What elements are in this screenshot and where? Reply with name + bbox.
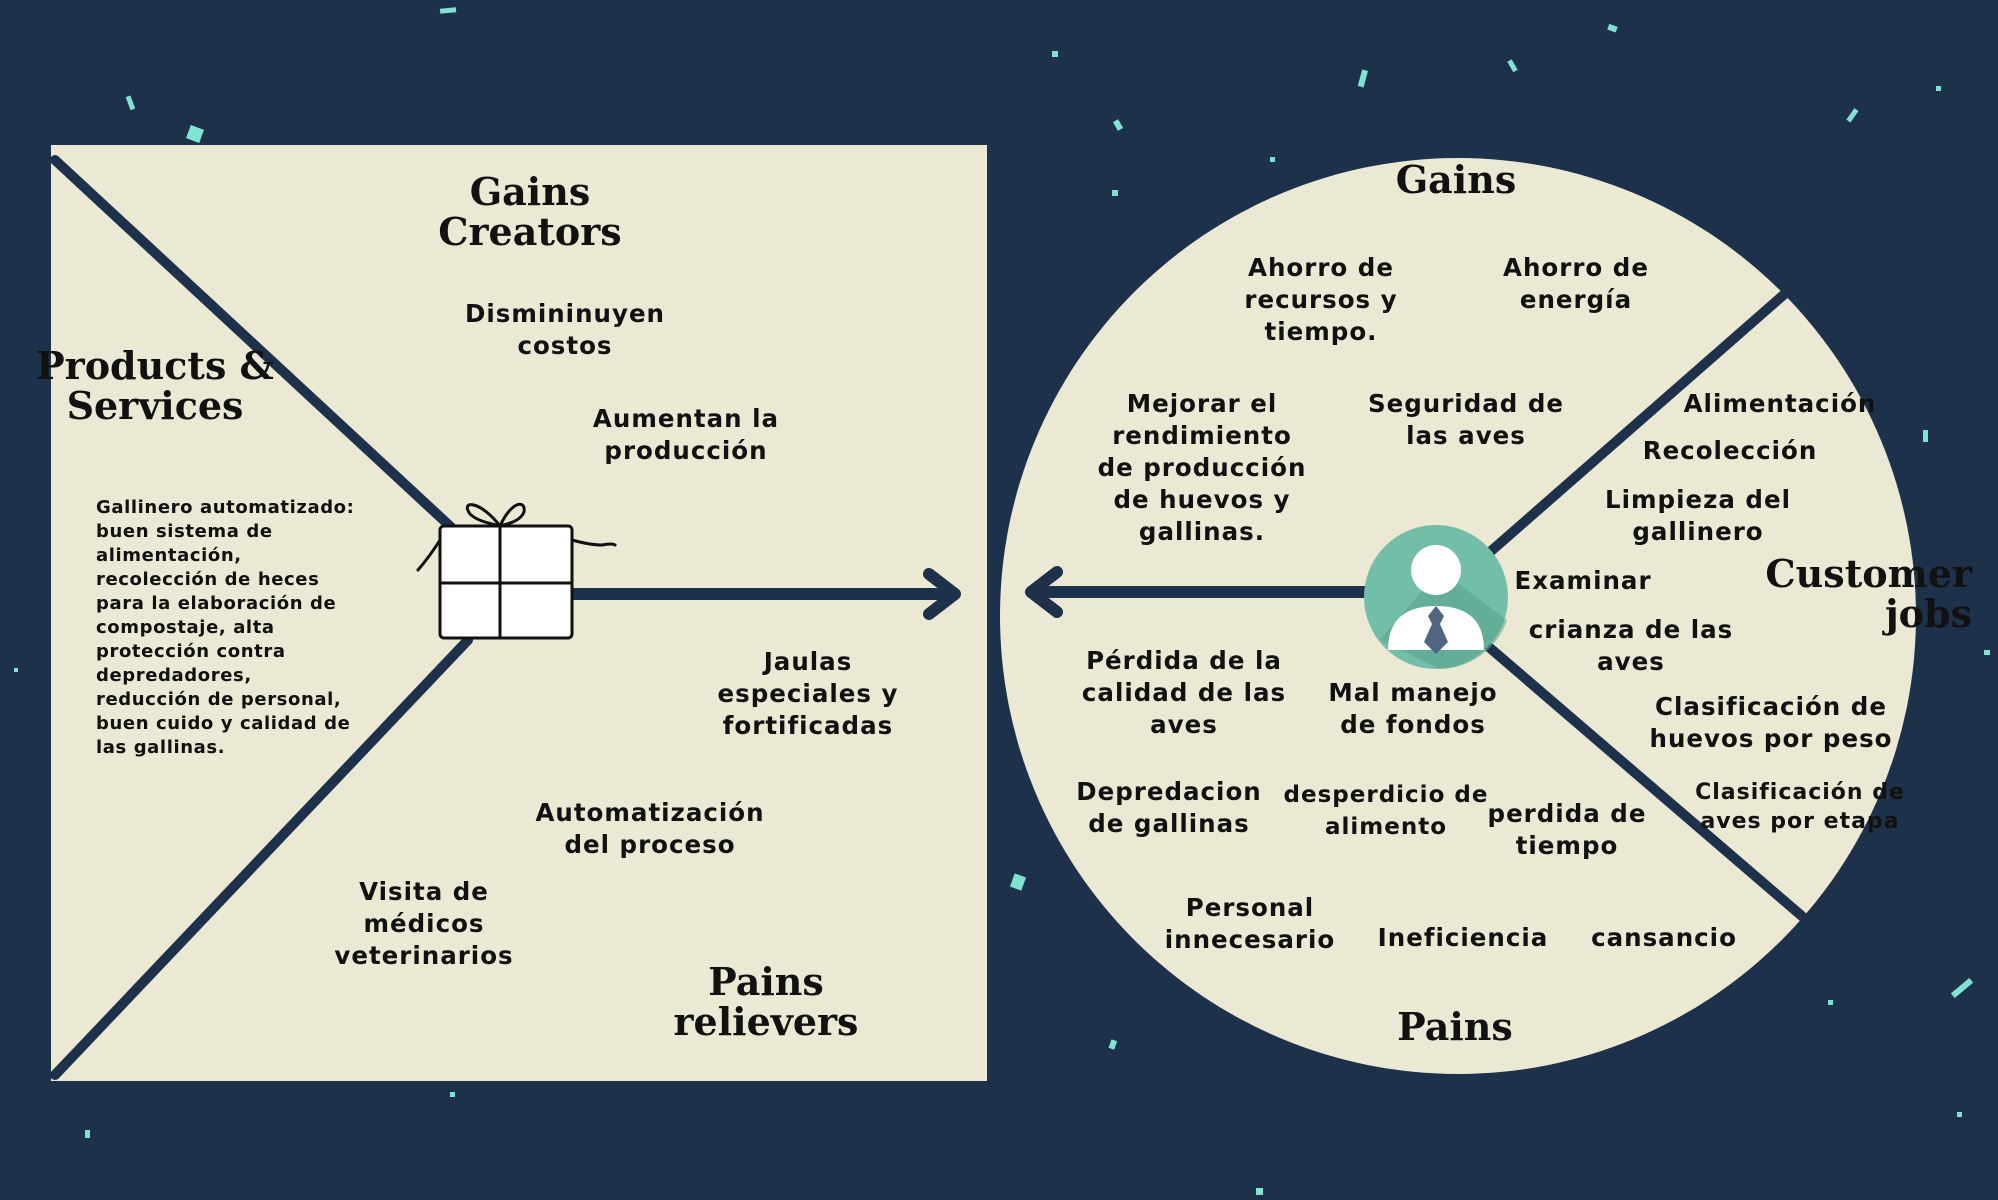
pains-relievers-title: Pains relievers	[673, 959, 859, 1044]
gains-title: Gains	[1395, 157, 1517, 202]
products-services-description: Gallinero automatizado: buen sistema de …	[96, 497, 355, 758]
products-services-title-text: Products & Services	[36, 343, 274, 428]
gains-creators-item: Aumentan la producción	[592, 404, 780, 465]
pains-relievers-item: Automatización del proceso	[535, 798, 765, 859]
gains-item: Mejorar el rendimiento de producción de …	[1097, 389, 1307, 546]
customer-jobs-title: Customer jobs	[1765, 551, 1972, 636]
gains-item: Ahorro de energía	[1503, 253, 1649, 314]
confetti-decoration	[14, 7, 1990, 1195]
customer-jobs-item: crianza de las aves	[1528, 615, 1734, 676]
gains-item: Ahorro de recursos y tiempo.	[1244, 253, 1398, 346]
products-services-title: Products & Services	[20, 346, 290, 426]
pains-item: Ineficiencia	[1377, 923, 1549, 952]
pains-item: Personal innecesario	[1164, 893, 1336, 954]
pains-item: Depredacion de gallinas	[1076, 777, 1262, 838]
customer-jobs-item: Clasificación de huevos por peso	[1649, 692, 1893, 753]
pains-item: Mal manejo de fondos	[1328, 678, 1498, 739]
customer-jobs-item: Clasificación de aves por etapa	[1695, 780, 1905, 834]
value-map-dividers	[50, 155, 473, 1080]
gift-box-icon	[416, 502, 617, 640]
pains-item: Pérdida de la calidad de las aves	[1081, 646, 1287, 739]
gains-creators-item: Dismininuyen costos	[465, 299, 665, 360]
arrow-right	[566, 568, 961, 620]
customer-avatar-icon	[1364, 525, 1508, 669]
gains-item: Seguridad de las aves	[1367, 389, 1564, 450]
gains-creators-title: Gains Creators	[438, 169, 622, 254]
customer-jobs-item: Limpieza del gallinero	[1605, 485, 1791, 546]
pains-relievers-item: Jaulas especiales y fortificadas	[717, 647, 899, 740]
customer-jobs-item: Examinar	[1514, 566, 1652, 595]
pains-relievers-item: Visita de médicos veterinarios	[334, 877, 514, 970]
arrow-left	[1025, 566, 1386, 618]
customer-jobs-item: Alimentación	[1683, 389, 1877, 418]
pains-item: perdida de tiempo	[1487, 799, 1647, 860]
customer-jobs-item: Recolección	[1642, 436, 1818, 465]
customer-profile-dividers	[1485, 265, 1837, 947]
pains-title: Pains	[1397, 1004, 1513, 1049]
pains-item: cansancio	[1591, 923, 1737, 952]
pains-item: desperdicio de alimento	[1283, 782, 1489, 840]
